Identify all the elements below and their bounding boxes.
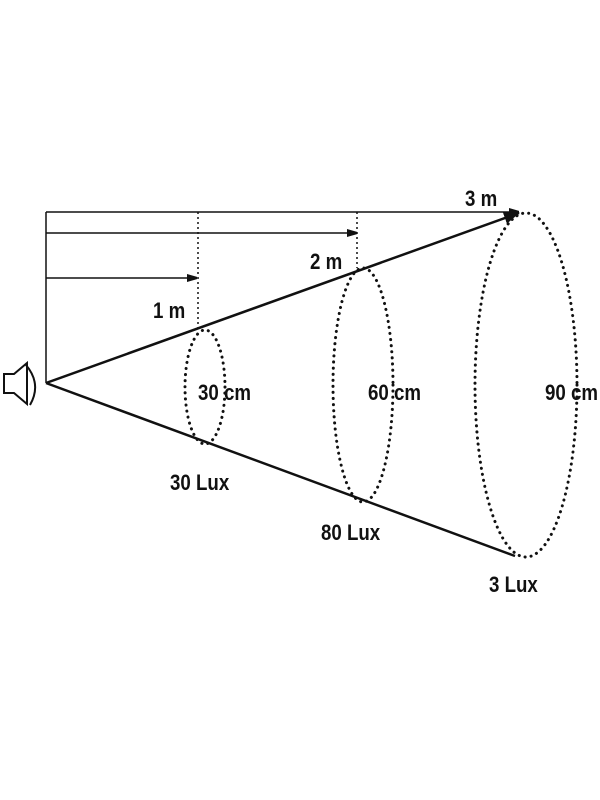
beam-circle-2m <box>331 266 395 504</box>
label-60cm: 60 cm <box>368 382 421 406</box>
beam-circle-3m <box>473 211 579 559</box>
label-30cm: 30 cm <box>198 382 251 406</box>
label-80-lux: 80 Lux <box>321 522 381 546</box>
label-3m: 3 m <box>465 188 497 212</box>
label-2m: 2 m <box>310 251 342 275</box>
beam-circle-1m <box>183 328 227 446</box>
label-30-lux: 30 Lux <box>170 472 230 496</box>
label-90cm: 90 cm <box>545 382 598 406</box>
lamp-icon <box>3 360 37 407</box>
label-3-lux: 3 Lux <box>489 574 538 598</box>
cone-upper-edge <box>45 211 520 385</box>
label-1m: 1 m <box>153 300 185 324</box>
cone-lower-edge <box>45 381 516 558</box>
